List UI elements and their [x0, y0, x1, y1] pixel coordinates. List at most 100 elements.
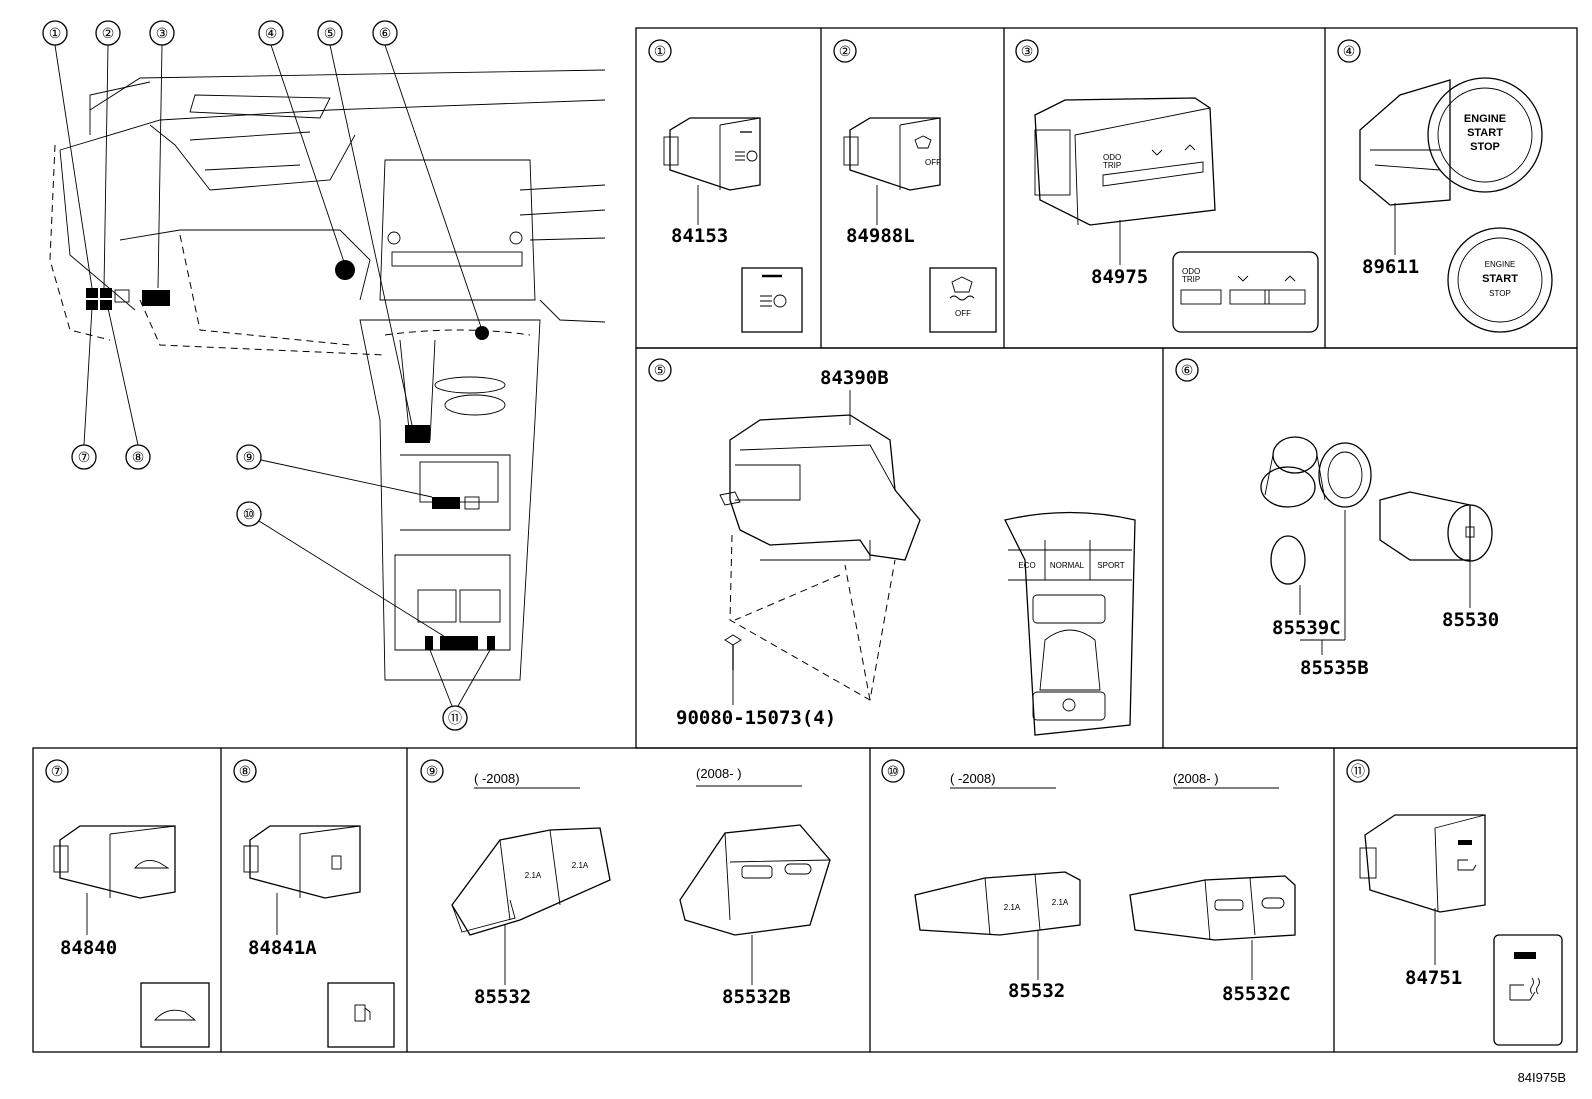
svg-text:2.1A: 2.1A — [525, 871, 542, 880]
panel-2-number: ② — [839, 43, 852, 59]
usb-charger-drawing-d — [1129, 875, 1296, 941]
usb-charger-drawing-b — [679, 824, 831, 936]
part-number-84153: 84153 — [671, 225, 728, 247]
part-number-84841A: 84841A — [248, 937, 317, 959]
part-number-84988L: 84988L — [846, 225, 915, 247]
part-number-90080-15073: 90080-15073(4) — [676, 707, 836, 729]
panel-2: ② OFF 84988L OFF — [833, 39, 997, 333]
panel-11-number: ⑪ — [1351, 763, 1365, 779]
svg-text:⑥: ⑥ — [379, 25, 392, 41]
odo-trip-face-icon: ODO TRIP — [1172, 251, 1319, 333]
bolt-drawing — [724, 634, 742, 670]
panel-7: ⑦ 84840 — [45, 759, 210, 1048]
year-range-up-to-2008: ( -2008) — [474, 771, 520, 786]
svg-text:SPORT: SPORT — [1097, 561, 1125, 570]
part-number-84840: 84840 — [60, 937, 117, 959]
svg-text:2.1A: 2.1A — [1052, 898, 1069, 907]
panel-7-number: ⑦ — [51, 763, 64, 779]
panel-1: ① 84153 — [648, 39, 803, 333]
svg-text:TRIP: TRIP — [1103, 161, 1121, 170]
panel-10: ⑩ ( -2008) (2008- ) 2.1A 2.1A 85532 8553… — [881, 759, 1296, 1005]
svg-text:STOP: STOP — [1489, 289, 1511, 298]
engine-start-switch-drawing: ENGINE START STOP — [1359, 77, 1543, 206]
svg-text:ODO: ODO — [1103, 153, 1121, 162]
panel-5-number: ⑤ — [654, 362, 667, 378]
svg-text:②: ② — [102, 25, 115, 41]
seat-heater-icon — [1493, 934, 1563, 1046]
overview-callout-5: ⑤ — [317, 20, 413, 426]
panel-9-number: ⑨ — [426, 763, 439, 779]
part-number-84751: 84751 — [1405, 967, 1462, 989]
part-number-84975: 84975 — [1091, 266, 1148, 288]
svg-text:⑤: ⑤ — [324, 25, 337, 41]
panel-9: ⑨ ( -2008) (2008- ) 2.1A 2.1A 85532 8553… — [420, 759, 831, 1008]
svg-text:NORMAL: NORMAL — [1050, 561, 1085, 570]
engine-start-stop-button-icon: ENGINE START STOP — [1447, 227, 1553, 333]
part-number-89611: 89611 — [1362, 256, 1419, 278]
part-number-84390B: 84390B — [820, 367, 889, 389]
panel-8: ⑧ 84841A — [233, 759, 395, 1048]
svg-text:START: START — [1482, 273, 1518, 285]
overview-callout-1: ① — [42, 20, 93, 289]
traction-control-switch-drawing: OFF — [843, 117, 941, 191]
panel-grid — [32, 27, 1578, 1053]
part-number-85532-a: 85532 — [474, 986, 531, 1008]
svg-text:ENGINE: ENGINE — [1485, 260, 1516, 269]
panel-1-number: ① — [654, 43, 667, 59]
console-control-panel-drawing: ECO NORMAL SPORT — [1004, 511, 1136, 736]
trunk-opener-icon — [140, 982, 210, 1048]
traction-control-off-icon: OFF — [929, 267, 997, 333]
svg-text:⑪: ⑪ — [448, 710, 462, 726]
year-range-up-to-2008: ( -2008) — [950, 771, 996, 786]
overview-callout-4: ④ — [258, 20, 346, 266]
part-number-85539C: 85539C — [1272, 617, 1341, 639]
panel-10-number: ⑩ — [887, 763, 900, 779]
power-outlet-socket-drawing — [1260, 436, 1372, 508]
panel-11: ⑪ 84751 — [1346, 759, 1563, 1046]
power-outlet-drawing — [1379, 491, 1493, 562]
panel-3: ③ ODO TRIP 84975 ODO TRIP — [1015, 39, 1319, 333]
svg-text:ODO: ODO — [1182, 267, 1200, 276]
svg-text:OFF: OFF — [925, 158, 941, 167]
svg-text:ECO: ECO — [1018, 561, 1035, 570]
overview-callout-9: ⑨ — [236, 444, 433, 498]
mode-switch-assembly-drawing — [719, 414, 921, 561]
year-range-from-2008: (2008- ) — [696, 766, 742, 781]
svg-text:STOP: STOP — [1470, 141, 1500, 153]
part-number-85530: 85530 — [1442, 609, 1499, 631]
panel-6: ⑥ 85539C 85535B 85530 — [1175, 358, 1499, 679]
panel-6-number: ⑥ — [1181, 362, 1194, 378]
svg-text:2.1A: 2.1A — [1004, 903, 1021, 912]
outlet-cap-drawing — [1270, 535, 1306, 585]
svg-text:TRIP: TRIP — [1182, 275, 1200, 284]
panel-4: ④ ENGINE START STOP 89611 ENGINE START S… — [1337, 39, 1553, 333]
overview-callout-6: ⑥ — [372, 20, 483, 331]
overview-callout-8: ⑧ — [107, 307, 151, 470]
usb-charger-drawing-c: 2.1A 2.1A — [914, 871, 1081, 936]
part-number-85535B: 85535B — [1300, 657, 1369, 679]
usb-charger-drawing-a: 2.1A 2.1A — [451, 827, 611, 936]
panel-5: ⑤ 84390B 90080-15073(4) ECO NORMAL SPORT — [648, 358, 1136, 736]
dashboard-overview: ① ② ③ ④ ⑤ ⑥ ⑦ — [42, 20, 606, 731]
svg-text:③: ③ — [156, 25, 169, 41]
overview-callout-3: ③ — [149, 20, 175, 289]
svg-text:⑨: ⑨ — [243, 449, 256, 465]
panel-3-number: ③ — [1021, 43, 1034, 59]
svg-text:①: ① — [49, 25, 62, 41]
svg-text:2.1A: 2.1A — [572, 861, 589, 870]
overview-callout-2: ② — [95, 20, 121, 289]
seat-heater-switch-drawing — [1359, 814, 1486, 913]
part-number-85532C: 85532C — [1222, 983, 1291, 1005]
svg-text:④: ④ — [265, 25, 278, 41]
trunk-opener-switch-drawing — [53, 825, 176, 899]
headlamp-leveling-switch-drawing — [663, 117, 761, 191]
panel-4-number: ④ — [1343, 43, 1356, 59]
fuel-door-opener-switch-drawing — [243, 825, 361, 899]
part-number-85532-b: 85532 — [1008, 980, 1065, 1002]
overview-callout-7: ⑦ — [71, 307, 97, 470]
fuel-door-icon — [327, 982, 395, 1048]
overview-callout-11: ⑪ — [429, 649, 491, 731]
year-range-from-2008: (2008- ) — [1173, 771, 1219, 786]
svg-text:OFF: OFF — [955, 309, 971, 318]
svg-text:ENGINE: ENGINE — [1464, 113, 1506, 125]
